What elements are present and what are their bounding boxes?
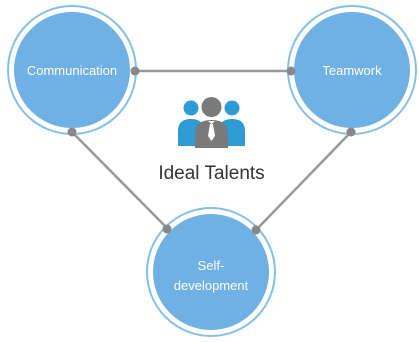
- node-label-teamwork: Teamwork: [322, 63, 382, 78]
- node-teamwork: Teamwork: [287, 5, 417, 135]
- connector-dot: [286, 66, 296, 76]
- connector-dot: [162, 224, 172, 234]
- people-group-icon: [178, 97, 245, 148]
- person-center-icon: [195, 97, 228, 148]
- node-label-communication: Communication: [27, 63, 117, 78]
- node-self-development: Self- development: [146, 207, 276, 337]
- connector-teamwork-self-development: [255, 131, 352, 231]
- node-communication: Communication: [7, 5, 137, 135]
- connector-dot: [67, 127, 77, 137]
- connector-dots: [67, 66, 356, 235]
- connector-communication-self-development: [71, 131, 168, 229]
- node-label-self-development-line2: development: [174, 278, 249, 293]
- connector-dot: [130, 66, 140, 76]
- connector-dot: [346, 127, 356, 137]
- connectors: [71, 69, 352, 231]
- connector-dot: [251, 225, 261, 235]
- node-label-self-development-line1: Self-: [198, 258, 225, 273]
- center-title: Ideal Talents: [158, 163, 264, 184]
